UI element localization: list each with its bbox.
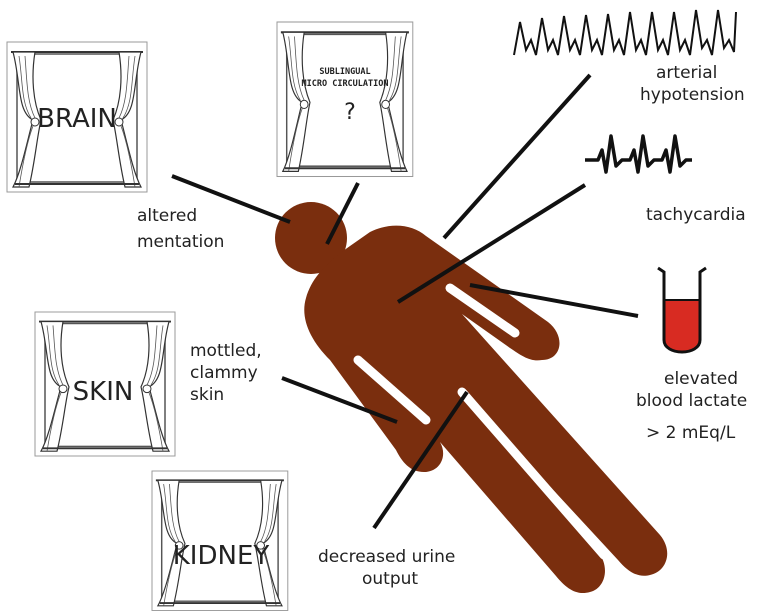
label-elevated-lactate: elevated blood lactate > 2 mEq/L [636, 368, 747, 444]
kidney-window-label: KIDNEY [156, 541, 286, 571]
label-mottled-skin: mottled, clammy skin [190, 340, 262, 406]
label-arterial-hypotension: arterial hypotension [640, 62, 756, 106]
sublingual-line2: MICRO CIRCULATION [290, 78, 400, 90]
label-altered-mentation: altered mentation [137, 205, 224, 253]
skin-window-label: SKIN [48, 377, 158, 407]
arterial-line2: hypotension [640, 84, 756, 106]
brain-window-label: BRAIN [17, 104, 137, 134]
test-tube-icon [658, 268, 706, 352]
sublingual-line1: SUBLINGUAL [290, 66, 400, 78]
sublingual-question-mark: ? [330, 100, 370, 126]
altered-line2: mentation [137, 231, 224, 253]
sublingual-window-label: SUBLINGUAL MICRO CIRCULATION [290, 66, 400, 90]
arterial-line1: arterial [640, 62, 756, 84]
lactate-line2: blood lactate [636, 390, 747, 412]
arterial-waveform-icon [514, 10, 736, 55]
urine-line1: decreased urine [318, 546, 455, 568]
line-arterial [444, 75, 590, 238]
lactate-line1: elevated [636, 368, 747, 390]
lactate-line3: > 2 mEq/L [636, 422, 747, 444]
mottled-line2: clammy [190, 362, 262, 384]
label-tachycardia: tachycardia [646, 204, 746, 226]
urine-line2: output [318, 568, 455, 590]
label-decreased-urine: decreased urine output [318, 546, 455, 590]
mottled-line3: skin [190, 384, 262, 406]
altered-line1: altered [137, 205, 224, 227]
ecg-icon [585, 136, 692, 172]
mottled-line1: mottled, [190, 340, 262, 362]
